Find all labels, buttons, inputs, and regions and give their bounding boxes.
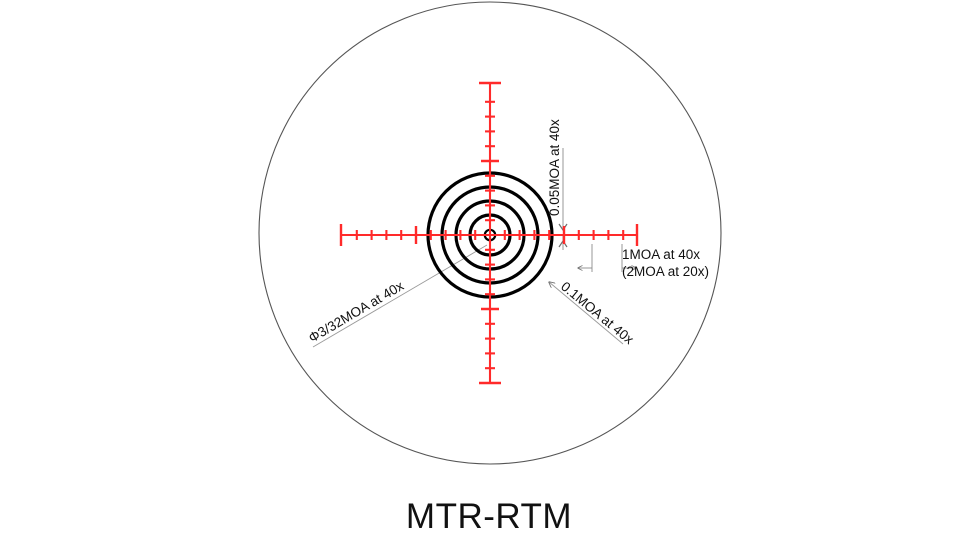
label-major-subtension: 1MOA at 40x (622, 247, 700, 262)
label-major-subtension-alt: (2MOA at 20x) (622, 264, 709, 279)
label-vertical-subtension: 0.05MOA at 40x (547, 119, 562, 216)
ticks-horizontal-right (503, 224, 639, 246)
ticks-vertical-down (479, 248, 501, 385)
leader-center-dot (312, 244, 488, 348)
page-title: MTR-RTM (406, 497, 572, 536)
scope-view-circle (258, 1, 722, 465)
ticks-vertical-up (479, 81, 501, 222)
crosshair (339, 81, 639, 385)
ticks-horizontal-left (339, 224, 477, 246)
dimension-leaders (312, 148, 636, 348)
leader-ring-spacing (549, 282, 624, 345)
